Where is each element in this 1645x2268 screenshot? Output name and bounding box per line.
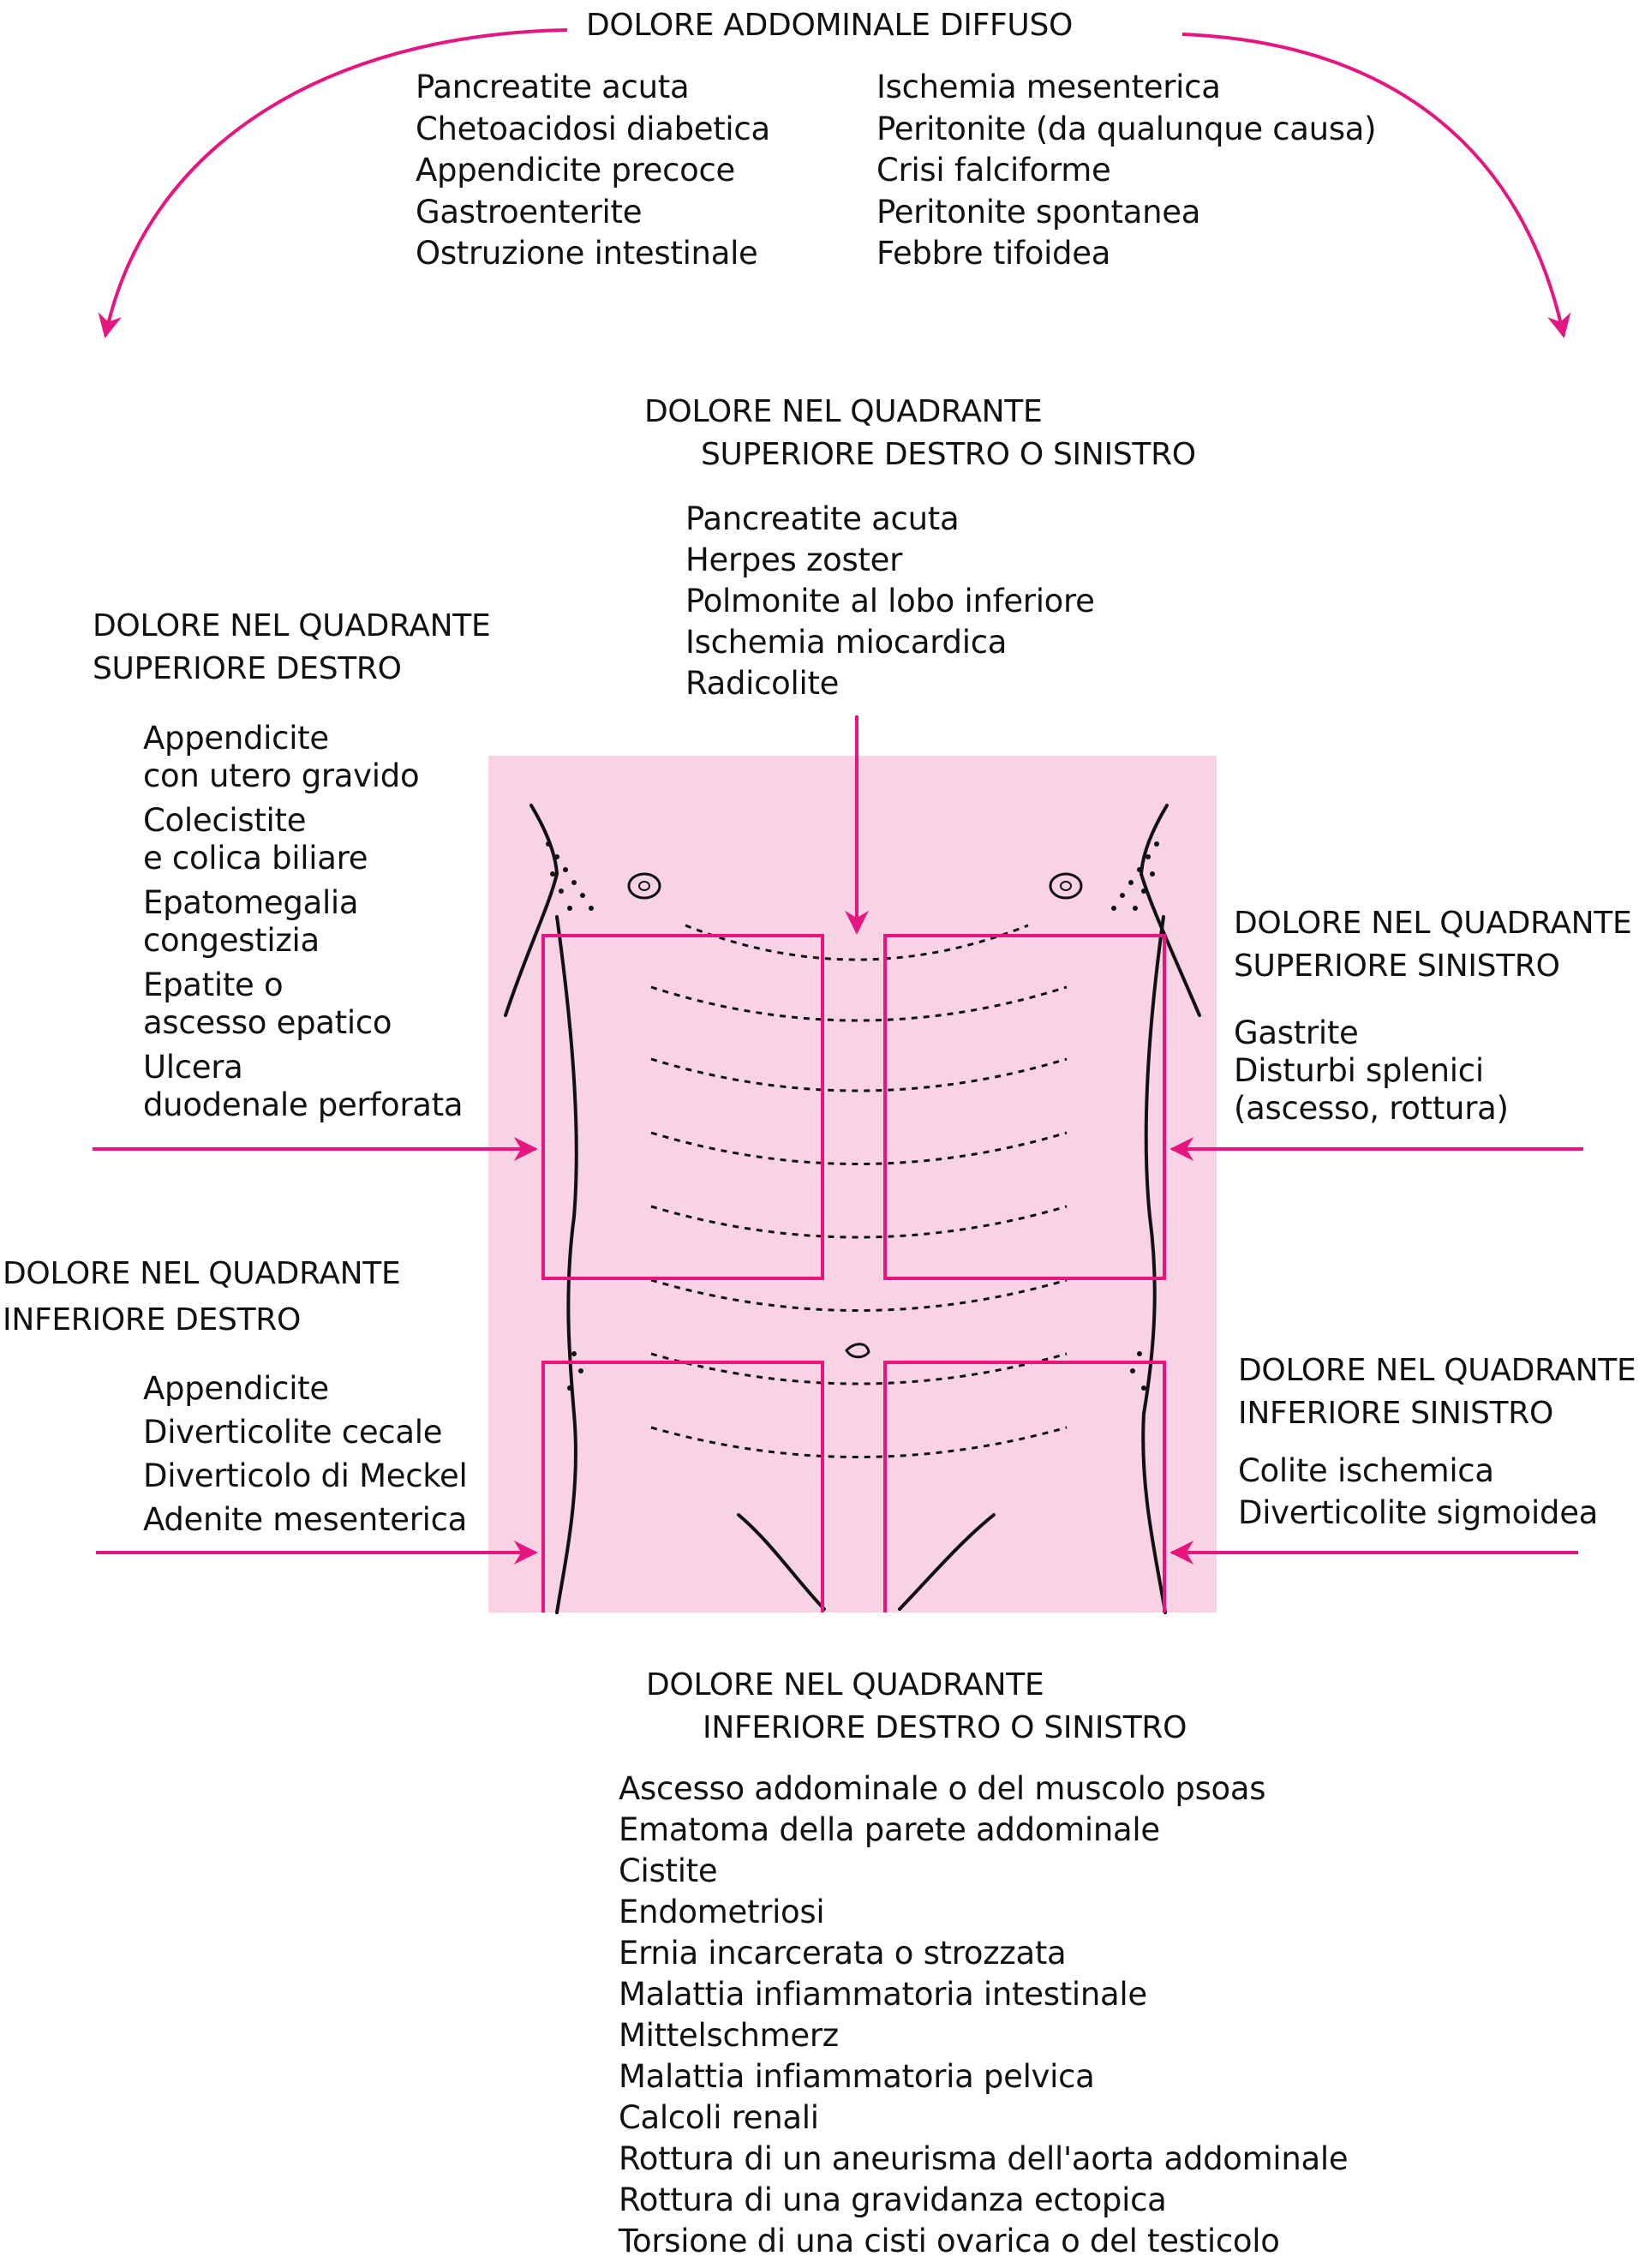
shoulder-shading xyxy=(546,841,1159,1391)
list-item: (ascesso, rottura) xyxy=(1234,1090,1509,1127)
list-item: Ischemia mesenterica xyxy=(876,69,1221,105)
list-item: Colite ischemica xyxy=(1238,1452,1494,1489)
list-item: Disturbi splenici xyxy=(1234,1052,1484,1089)
upper-right-list: Appendicite con utero gravido Colecistit… xyxy=(143,720,464,1131)
quadrant-upper-left-box xyxy=(883,934,1166,1280)
list-item: Crisi falciforme xyxy=(876,152,1111,189)
list-item: Gastroenterite xyxy=(416,193,643,230)
list-item: Peritonite spontanea xyxy=(876,193,1201,230)
torso-background xyxy=(488,756,1217,1613)
list-item: Febbre tifoidea xyxy=(876,235,1111,272)
upper-either-list: Pancreatite acuta Herpes zoster Polmonit… xyxy=(685,499,1095,704)
list-item: Ematoma della parete addominale xyxy=(619,1811,1160,1848)
lower-either-list: Ascesso addominale o del muscolo psoas E… xyxy=(619,1768,1349,2262)
list-item: Chetoacidosi diabetica xyxy=(416,110,770,147)
list-item: Rottura di un aneurisma dell'aorta addom… xyxy=(619,2140,1349,2177)
list-item: Epatomegalia congestizia xyxy=(143,884,359,959)
upper-left-title: DOLORE NEL QUADRANTE SUPERIORE SINISTRO xyxy=(1234,906,1632,984)
list-item: Malattia infiammatoria intestinale xyxy=(619,1976,1147,2013)
diffuse-pain-title: DOLORE ADDOMINALE DIFFUSO xyxy=(586,8,1074,43)
list-item: Appendicite xyxy=(143,1370,329,1407)
list-item: Diverticolo di Meckel xyxy=(143,1457,468,1494)
diffuse-pain-list-2: Ischemia mesenterica Peritonite (da qual… xyxy=(876,67,1377,275)
list-item: Mittelschmerz xyxy=(619,2017,839,2054)
torso-outline xyxy=(504,804,1201,1614)
upper-right-title: DOLORE NEL QUADRANTE SUPERIORE DESTRO xyxy=(93,608,491,686)
list-item: Pancreatite acuta xyxy=(685,500,960,537)
lower-right-title: DOLORE NEL QUADRANTE INFERIORE DESTRO xyxy=(3,1256,401,1337)
list-item: Epatite o ascesso epatico xyxy=(143,966,392,1041)
list-item: Colecistite e colica biliare xyxy=(143,802,368,877)
list-item: Appendicite precoce xyxy=(416,152,735,189)
list-item: Diverticolite cecale xyxy=(143,1414,443,1451)
lower-left-title: DOLORE NEL QUADRANTE INFERIORE SINISTRO xyxy=(1238,1353,1636,1431)
upper-either-title: DOLORE NEL QUADRANTE SUPERIORE DESTRO O … xyxy=(644,394,1196,472)
arrow-diffuse-left xyxy=(98,28,568,338)
list-item: Ischemia miocardica xyxy=(685,624,1008,661)
pointer-arrows xyxy=(93,28,1583,1565)
list-item: Rottura di una gravidanza ectopica xyxy=(619,2181,1167,2218)
list-item: Gastrite xyxy=(1234,1014,1359,1051)
lower-either-title: DOLORE NEL QUADRANTE INFERIORE DESTRO O … xyxy=(646,1667,1187,1745)
rib-lines xyxy=(650,924,1068,1458)
list-item: Ulcera duodenale perforata xyxy=(143,1049,464,1123)
list-item: Appendicite con utero gravido xyxy=(143,720,420,794)
diffuse-pain-list-1: Pancreatite acuta Chetoacidosi diabetica… xyxy=(416,67,770,275)
list-item: Calcoli renali xyxy=(619,2099,819,2136)
list-item: Peritonite (da qualunque causa) xyxy=(876,110,1377,147)
quadrant-upper-right-box xyxy=(541,934,824,1280)
list-item: Endometriosi xyxy=(619,1894,825,1930)
arrow-diffuse-right xyxy=(1181,33,1571,338)
list-item: Radicolite xyxy=(685,665,840,702)
upper-left-list: Gastrite Disturbi splenici (ascesso, rot… xyxy=(1234,1014,1509,1128)
quadrant-boxes xyxy=(541,934,1166,1613)
list-item: Polmonite al lobo inferiore xyxy=(685,583,1095,619)
quadrant-lower-right-box xyxy=(541,1361,824,1613)
list-item: Ascesso addominale o del muscolo psoas xyxy=(619,1770,1266,1807)
list-item: Adenite mesenterica xyxy=(143,1501,468,1538)
list-item: Torsione di una cisti ovarica o del test… xyxy=(619,2223,1280,2259)
list-item: Ostruzione intestinale xyxy=(416,235,758,272)
quadrant-lower-left-box xyxy=(883,1361,1166,1613)
list-item: Malattia infiammatoria pelvica xyxy=(619,2058,1095,2095)
list-item: Diverticolite sigmoidea xyxy=(1238,1494,1599,1531)
list-item: Ernia incarcerata o strozzata xyxy=(619,1935,1067,1972)
list-item: Pancreatite acuta xyxy=(416,69,690,105)
list-item: Cistite xyxy=(619,1852,718,1889)
lower-left-list: Colite ischemica Diverticolite sigmoidea xyxy=(1238,1450,1598,1534)
list-item: Herpes zoster xyxy=(685,542,903,578)
lower-right-list: Appendicite Diverticolite cecale Diverti… xyxy=(143,1367,468,1541)
